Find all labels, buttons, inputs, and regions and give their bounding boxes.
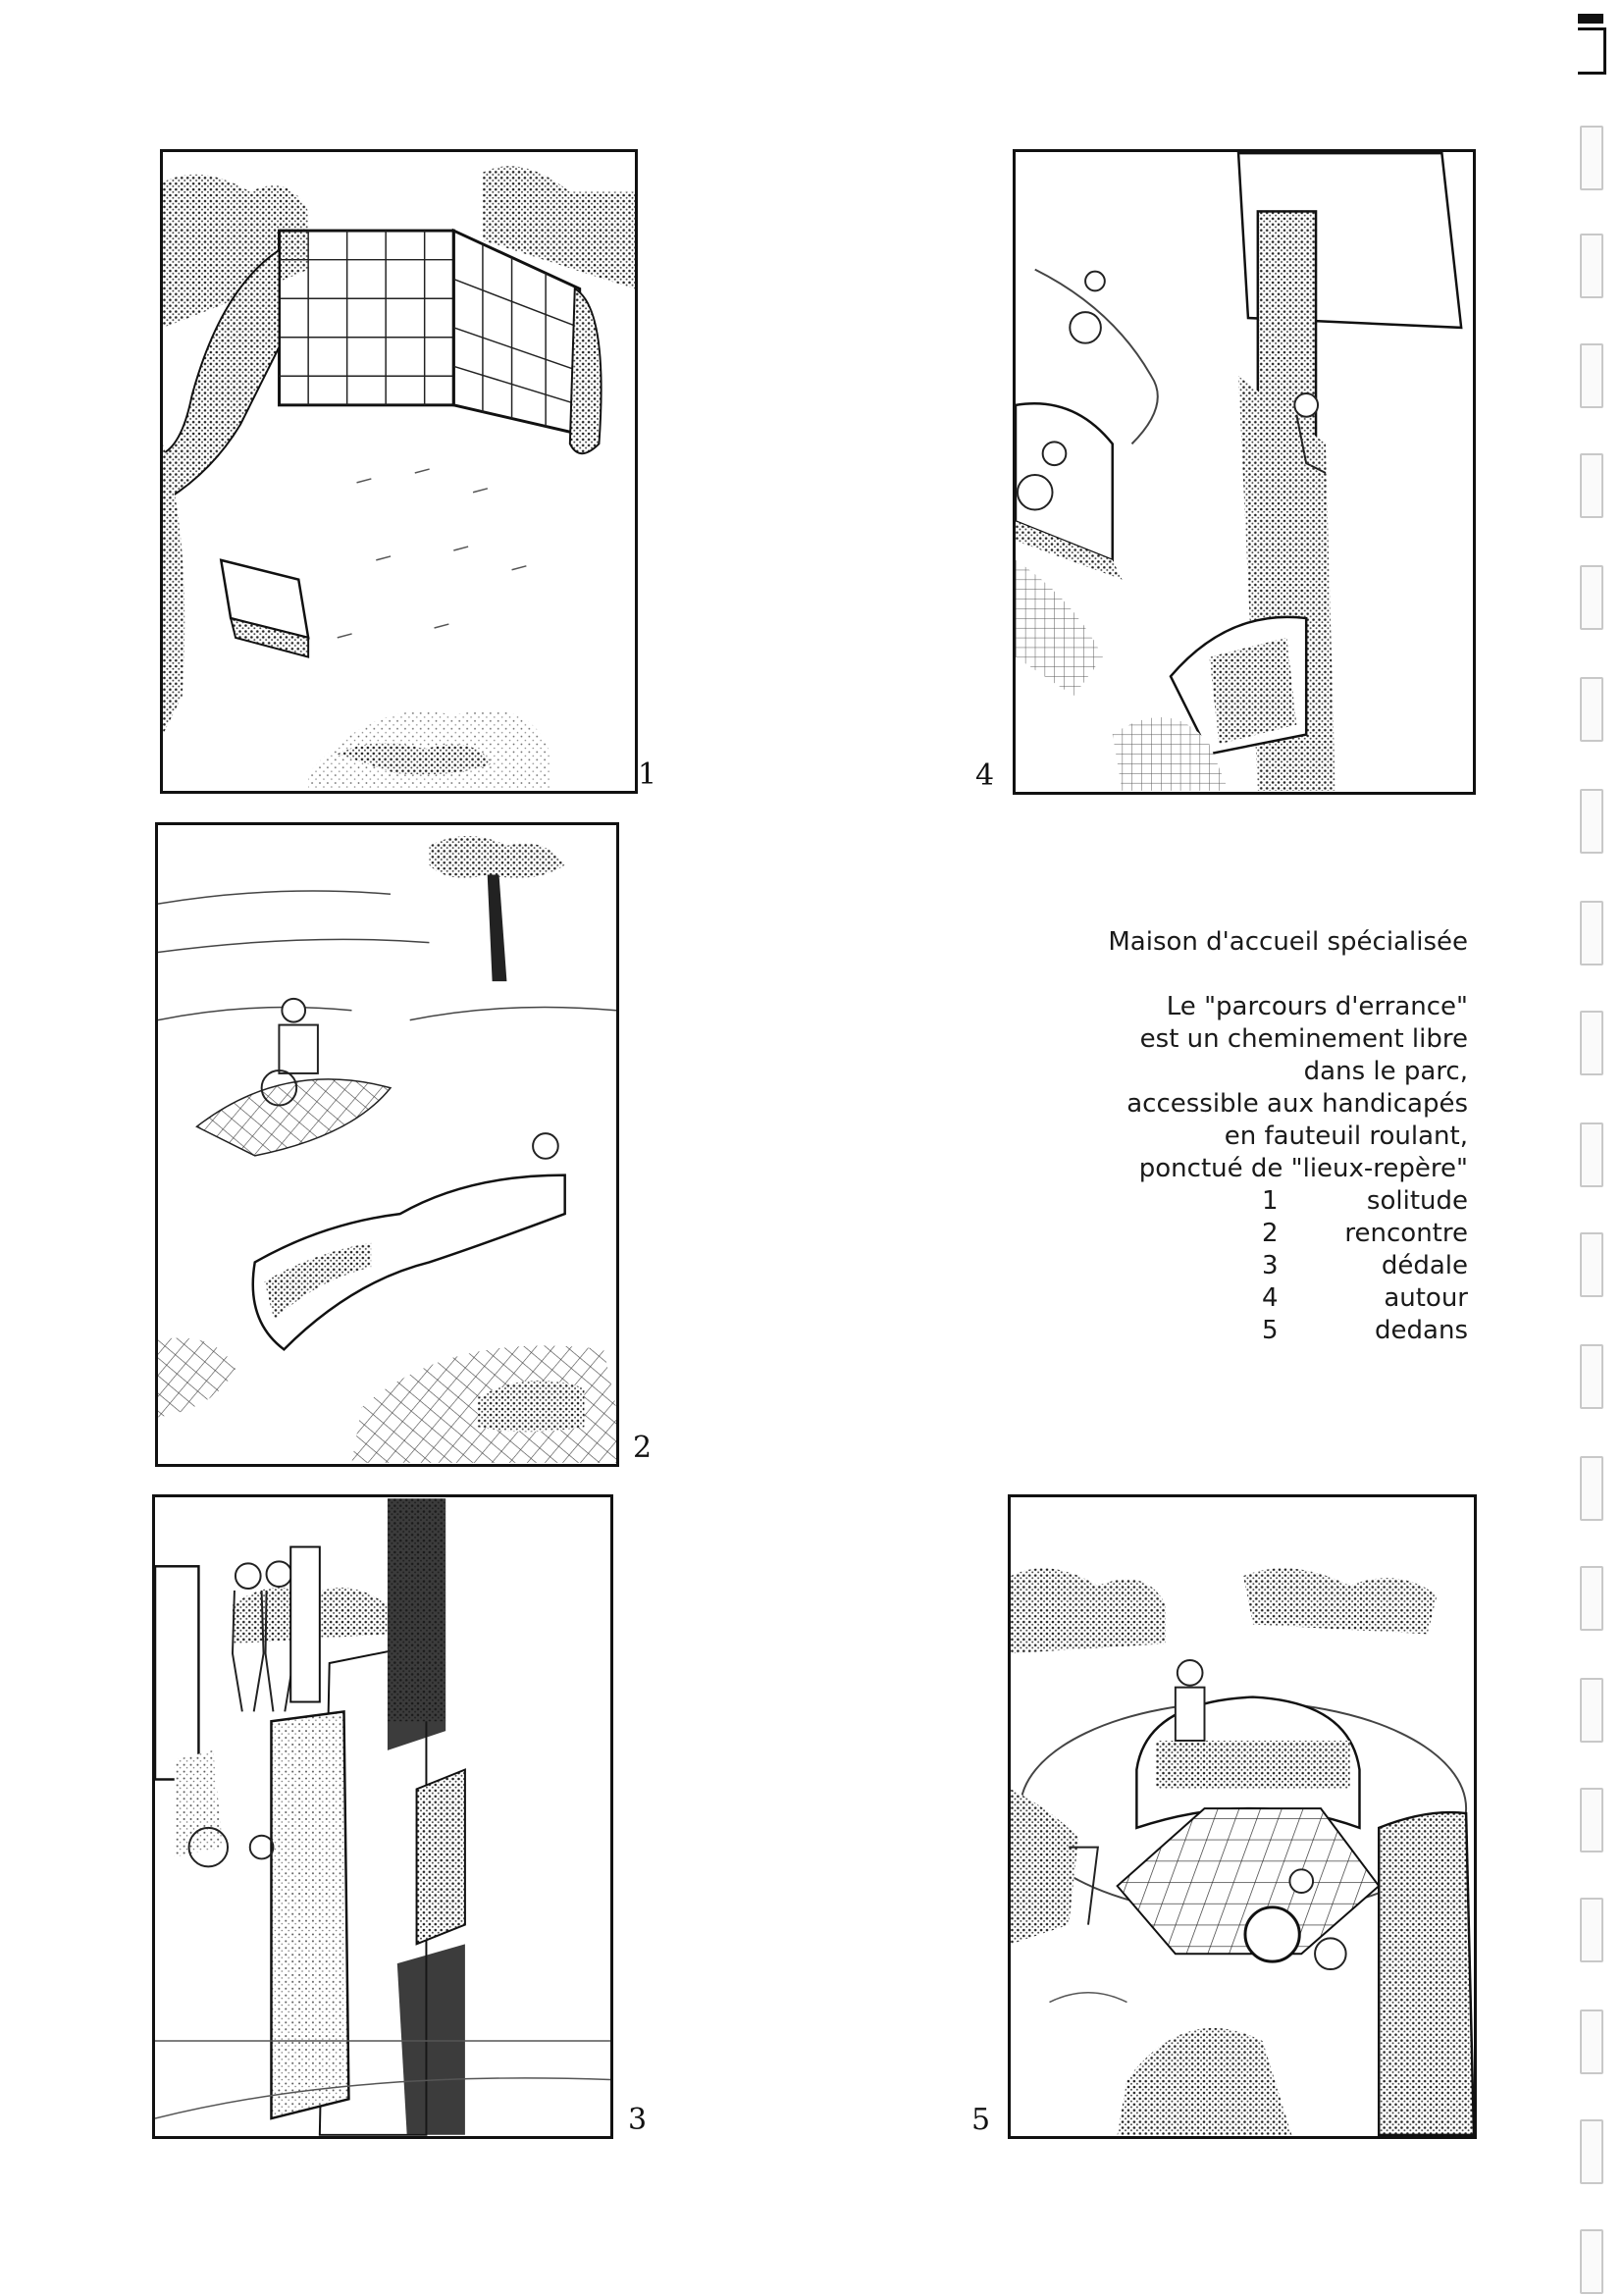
caption-line: ponctué de "lieux-repère" bbox=[1138, 1154, 1468, 1183]
caption-line: est un cheminement libre bbox=[1139, 1024, 1468, 1054]
binding-hole bbox=[1580, 677, 1603, 742]
sketch-panel-4 bbox=[1013, 149, 1476, 795]
legend-number: 4 bbox=[1262, 1283, 1279, 1313]
sketch-dedans bbox=[1011, 1568, 1474, 2136]
binding-hole bbox=[1580, 234, 1603, 298]
sketch-panel-1 bbox=[160, 149, 638, 794]
sketch-panel-2 bbox=[155, 822, 619, 1467]
binding-hole bbox=[1580, 1456, 1603, 1521]
legend-word: rencontre bbox=[1344, 1219, 1468, 1248]
binding-hole bbox=[1580, 1344, 1603, 1409]
binding-hole bbox=[1580, 1678, 1603, 1743]
caption-title: Maison d'accueil spécialisée bbox=[1108, 927, 1468, 957]
binding-mark bbox=[1578, 14, 1603, 24]
binding-hole bbox=[1580, 1011, 1603, 1075]
sketch-panel-3 bbox=[152, 1494, 613, 2139]
panel-number-3: 3 bbox=[628, 2103, 648, 2137]
legend-item: 5 dedans bbox=[1056, 1315, 1468, 1347]
binding-holes bbox=[1578, 0, 1607, 2296]
legend-number: 3 bbox=[1262, 1251, 1279, 1280]
legend-word: autour bbox=[1384, 1283, 1468, 1313]
binding-hole bbox=[1580, 126, 1603, 190]
panel-number-4: 4 bbox=[975, 758, 995, 793]
legend-number: 1 bbox=[1262, 1186, 1279, 1216]
binding-hole bbox=[1580, 1788, 1603, 1852]
legend-word: dédale bbox=[1381, 1251, 1468, 1280]
caption-block: Maison d'accueil spécialisée Le "parcour… bbox=[1056, 926, 1468, 1347]
sketch-autour bbox=[1016, 152, 1463, 791]
legend-item: 1 solitude bbox=[1056, 1185, 1468, 1218]
sketch-panel-5 bbox=[1008, 1494, 1477, 2139]
binding-hole bbox=[1580, 789, 1603, 854]
caption-line: accessible aux handicapés bbox=[1126, 1089, 1468, 1119]
binding-hole bbox=[1580, 1122, 1603, 1187]
legend-word: solitude bbox=[1366, 1186, 1468, 1216]
caption-line: Le "parcours d'errance" bbox=[1166, 992, 1468, 1021]
binding-hole bbox=[1580, 2119, 1603, 2184]
binding-hole bbox=[1580, 1232, 1603, 1297]
binding-hole bbox=[1580, 343, 1603, 408]
binding-mark bbox=[1578, 27, 1606, 75]
legend-number: 2 bbox=[1262, 1219, 1279, 1248]
panel-number-2: 2 bbox=[633, 1431, 653, 1465]
panel-number-5: 5 bbox=[971, 2103, 991, 2137]
sketch-solitude bbox=[163, 166, 635, 790]
binding-hole bbox=[1580, 2009, 1603, 2074]
caption-line: dans le parc, bbox=[1303, 1057, 1468, 1086]
legend-word: dedans bbox=[1375, 1316, 1468, 1345]
legend-item: 2 rencontre bbox=[1056, 1218, 1468, 1250]
legend-number: 5 bbox=[1262, 1316, 1279, 1345]
binding-hole bbox=[1580, 565, 1603, 630]
sketch-rencontre bbox=[158, 836, 616, 1463]
binding-hole bbox=[1580, 901, 1603, 965]
panel-number-1: 1 bbox=[638, 757, 657, 792]
legend-item: 3 dédale bbox=[1056, 1250, 1468, 1282]
binding-hole bbox=[1580, 1898, 1603, 1962]
legend-item: 4 autour bbox=[1056, 1282, 1468, 1315]
binding-hole bbox=[1580, 453, 1603, 518]
caption-line: en fauteuil roulant, bbox=[1224, 1122, 1468, 1151]
binding-hole bbox=[1580, 2229, 1603, 2294]
sketch-dedale bbox=[155, 1498, 610, 2136]
binding-hole bbox=[1580, 1566, 1603, 1631]
